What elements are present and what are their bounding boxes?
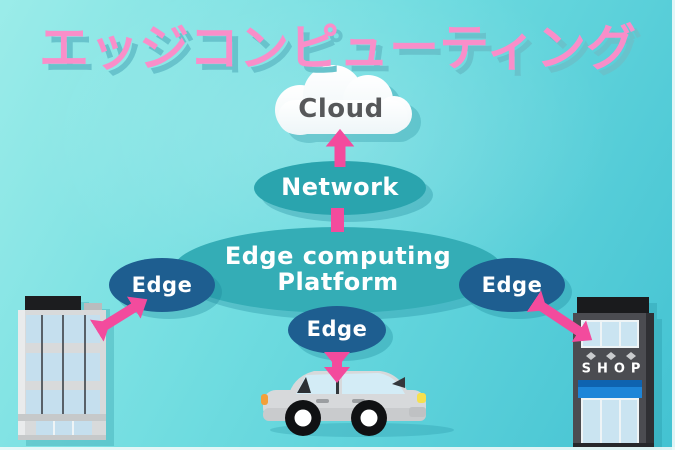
car-tail-light xyxy=(261,394,268,405)
car-mirror xyxy=(392,377,405,388)
cloud-label: Cloud xyxy=(298,94,384,124)
building-base xyxy=(18,435,106,440)
cloud-shape xyxy=(275,65,412,135)
shop-glass-door xyxy=(621,400,637,443)
platform-ellipse xyxy=(173,227,503,313)
network-label: Network xyxy=(281,173,399,201)
shop-upper-window xyxy=(602,322,619,346)
shop-upper-window xyxy=(621,322,637,346)
shop-lamps xyxy=(586,352,636,360)
building-roof-unit xyxy=(25,296,81,310)
shop-awning-face xyxy=(578,387,642,398)
car-hub xyxy=(360,409,378,427)
arrow-building-edge xyxy=(89,296,148,342)
car-front-bumper xyxy=(409,407,426,417)
building-mullions xyxy=(41,315,86,414)
shop-upper-window xyxy=(583,322,600,346)
arrow-edge-shop xyxy=(526,290,593,343)
arrows xyxy=(89,128,593,383)
network-ellipse xyxy=(254,161,426,215)
page-title: エッジコンピューティング xyxy=(39,19,636,77)
image-border-right xyxy=(672,0,675,450)
network-platform-connector xyxy=(331,208,344,232)
platform-label-line1: Edge computing xyxy=(224,242,452,270)
edge-bottom-label: Edge xyxy=(306,317,368,341)
image-border-bottom xyxy=(0,447,675,450)
shop-glass-door xyxy=(583,400,600,443)
edge-left-label: Edge xyxy=(131,273,193,297)
edge-bottom-ellipse xyxy=(288,306,386,354)
shop-base xyxy=(573,443,654,447)
car-hub xyxy=(294,409,312,427)
shop-glass-door xyxy=(602,400,619,443)
shop-roof-sign xyxy=(577,297,649,313)
shop-awning-top xyxy=(578,380,642,387)
platform-label: Edge computing Platform xyxy=(225,243,451,295)
edge-right-label: Edge xyxy=(481,273,543,297)
shop-side-wall xyxy=(646,313,654,446)
car-rear-quarter-glass xyxy=(297,377,311,393)
car-windshield xyxy=(342,373,405,394)
building-roof-vent xyxy=(84,303,102,310)
building-doors xyxy=(36,421,92,435)
platform-label-line2: Platform xyxy=(277,268,399,296)
car-illustration xyxy=(261,364,454,437)
building-edge-highlight xyxy=(18,310,25,440)
shop-sign-label: SHOP xyxy=(581,361,647,377)
building-door-dividers xyxy=(53,421,74,435)
office-building-illustration xyxy=(18,296,106,440)
car-door-handle xyxy=(316,399,329,403)
building-entrance-band xyxy=(18,414,106,421)
car-head-light xyxy=(417,393,426,403)
